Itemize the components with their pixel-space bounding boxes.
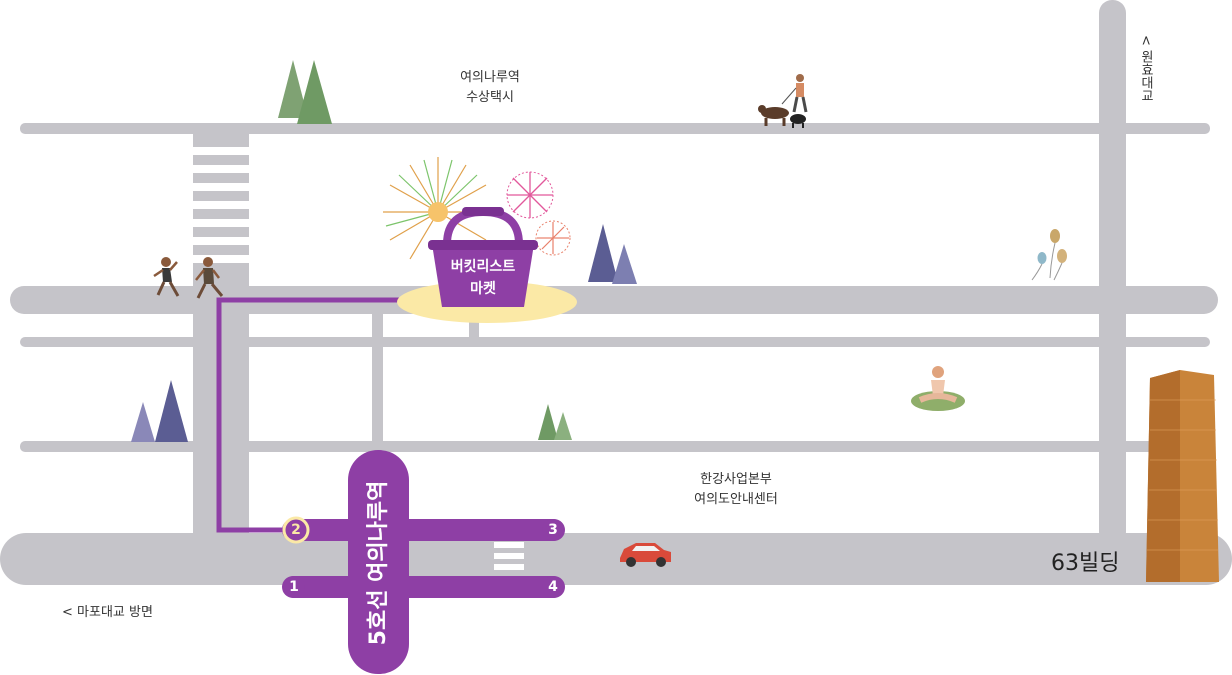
exit-1-label: 1 <box>289 579 299 595</box>
station-name: 5호선 여의나루역 <box>366 480 391 646</box>
hq-label-line1: 한강사업본부 <box>700 472 772 487</box>
exit-2-label: 2 <box>291 522 301 538</box>
exit-3-label: 3 <box>548 522 558 538</box>
road-top <box>20 123 1210 134</box>
roads <box>0 0 1232 585</box>
wonhyo-bridge-label: < 원효대교 <box>1138 35 1153 103</box>
pine-tree-icon <box>278 60 332 124</box>
pine-tree-icon <box>588 224 637 284</box>
exit-bar-lower <box>282 576 565 598</box>
hq-label-line2: 여의도안내센터 <box>694 492 778 507</box>
runner-icon <box>153 257 180 297</box>
building-icon <box>1146 370 1219 582</box>
route-path <box>216 297 408 533</box>
water-taxi-label: 여의나루역 수상택시 <box>440 68 540 108</box>
exit-3-circle <box>542 519 564 541</box>
hq-label: 한강사업본부 여의도안내센터 <box>676 470 796 510</box>
crosswalk-icon <box>494 542 524 570</box>
road-vertical-center <box>372 300 383 540</box>
road-middle <box>10 286 1218 314</box>
road-lower-1 <box>20 337 1210 347</box>
dog-walker-icon <box>758 74 808 128</box>
car-icon <box>620 543 671 567</box>
yoga-person-icon <box>911 366 965 411</box>
exit-1-circle <box>283 576 305 598</box>
crosswalk-icon <box>193 147 249 263</box>
building-label: 63빌딩 <box>1051 551 1120 576</box>
exit-4-circle <box>542 576 564 598</box>
water-taxi-label-line2: 수상택시 <box>466 90 514 105</box>
market-label-line2: 마켓 <box>470 281 496 297</box>
market-label: 버킷리스트 마켓 <box>433 256 533 300</box>
firework-icon <box>383 157 571 260</box>
pine-tree-icon <box>538 404 572 440</box>
exit-4-label: 4 <box>548 579 558 595</box>
exit-bar-upper <box>282 519 565 541</box>
exit-2-circle <box>282 516 310 544</box>
pine-tree-icon <box>131 380 188 442</box>
mapo-bridge-label: < 마포대교 방면 <box>62 605 153 620</box>
balloon-icon <box>1031 229 1067 281</box>
road-lower-2 <box>20 441 1210 452</box>
road-main <box>0 533 1232 585</box>
market-label-line1: 버킷리스트 <box>450 259 516 275</box>
station-pill <box>348 450 409 674</box>
road-vertical-right <box>1099 0 1126 545</box>
basket-icon <box>428 207 538 307</box>
water-taxi-label-line1: 여의나루역 <box>460 70 520 85</box>
runner-icon <box>195 257 224 299</box>
